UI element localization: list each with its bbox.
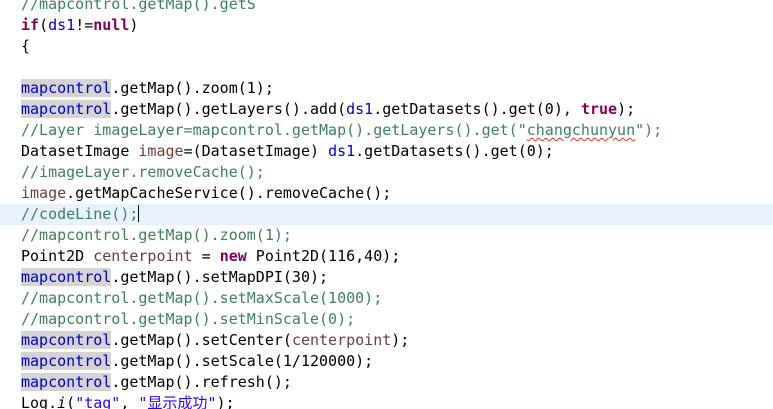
code-token: mapcontrol: [21, 100, 112, 118]
code-line[interactable]: mapcontrol.getMap().refresh();: [21, 372, 292, 393]
code-token: ds1: [346, 100, 374, 118]
code-token: .getMap().refresh();: [111, 373, 292, 391]
code-token: .getMap().zoom(1);: [111, 79, 274, 97]
code-line[interactable]: mapcontrol.getMap().setMapDPI(30);: [21, 267, 328, 288]
code-token: (: [66, 394, 76, 409]
code-token: ds1: [48, 16, 76, 34]
code-token: .getDatasets().get(0);: [355, 142, 554, 160]
code-token: changchunyun: [526, 121, 636, 139]
code-line[interactable]: mapcontrol.getMap().getLayers().add(ds1.…: [21, 99, 635, 120]
code-token: mapcontrol: [21, 373, 112, 391]
code-token: );: [617, 100, 636, 118]
code-line[interactable]: //mapcontrol.getMap().setMinScale(0);: [21, 309, 355, 330]
code-line[interactable]: {: [21, 36, 30, 57]
code-line[interactable]: image.getMapCacheService().removeCache()…: [21, 183, 391, 204]
code-token: .getMap().setScale(1/120000);: [111, 352, 374, 370]
code-token: Point2D(116,40);: [246, 247, 401, 265]
code-token: //mapcontrol.getMap().setMaxScale(1000);: [21, 289, 383, 307]
code-line[interactable]: Log.i("tag", "显示成功");: [21, 393, 235, 409]
code-line[interactable]: //mapcontrol.getMap().zoom(1);: [21, 225, 292, 246]
code-line[interactable]: if(ds1!=null): [21, 15, 138, 36]
code-token: =(DatasetImage): [183, 142, 329, 160]
text-cursor: [138, 205, 140, 222]
code-token: new: [219, 247, 247, 265]
code-token: //mapcontrol.getMap().setMinScale(0);: [21, 310, 356, 328]
code-token: if: [21, 16, 40, 34]
code-token: //imageLayer.removeCache();: [21, 163, 265, 181]
code-token: "显示成功": [138, 394, 217, 409]
code-token: mapcontrol: [21, 79, 112, 97]
code-token: ds1: [328, 142, 356, 160]
code-token: {: [21, 37, 31, 55]
code-token: Point2D: [21, 247, 94, 265]
code-token: .getDatasets().get(0),: [373, 100, 581, 118]
code-line[interactable]: mapcontrol.getMap().setCenter(centerpoin…: [21, 330, 409, 351]
code-line[interactable]: Point2D centerpoint = new Point2D(116,40…: [21, 246, 400, 267]
code-token: image: [21, 184, 67, 202]
code-token: (: [39, 16, 49, 34]
code-token: .getMap().setMapDPI(30);: [111, 268, 329, 286]
code-token: =: [192, 247, 220, 265]
code-token: .getMap().getLayers().add(: [111, 100, 347, 118]
code-token: //mapcontrol.getMap().getS: [21, 0, 256, 13]
code-token: );: [391, 331, 410, 349]
code-line[interactable]: //imageLayer.removeCache();: [21, 162, 265, 183]
code-token: ");: [635, 121, 663, 139]
code-token: .getMapCacheService().removeCache();: [66, 184, 392, 202]
code-token: //Layer imageLayer=mapcontrol.getMap().g…: [21, 121, 527, 139]
code-token: null: [93, 16, 130, 34]
code-token: "tag": [75, 394, 121, 409]
code-token: centerpoint: [93, 247, 193, 265]
code-token: !=: [75, 16, 94, 34]
code-token: ): [129, 16, 139, 34]
code-token: .getMap().setCenter(: [111, 331, 292, 349]
code-token: );: [216, 394, 235, 409]
code-line[interactable]: //mapcontrol.getMap().setMaxScale(1000);: [21, 288, 382, 309]
current-code-line[interactable]: //codeLine();: [0, 204, 773, 225]
code-line[interactable]: mapcontrol.getMap().zoom(1);: [21, 78, 274, 99]
code-line[interactable]: //mapcontrol.getMap().getS: [21, 0, 256, 15]
code-token: ,: [120, 394, 139, 409]
code-token: mapcontrol: [21, 352, 112, 370]
code-token: //mapcontrol.getMap().zoom(1);: [21, 226, 292, 244]
code-line[interactable]: mapcontrol.getMap().setScale(1/120000);: [21, 351, 373, 372]
code-token: DatasetImage: [21, 142, 139, 160]
code-token: //codeLine();: [21, 205, 139, 223]
code-token: mapcontrol: [21, 331, 112, 349]
code-line[interactable]: //Layer imageLayer=mapcontrol.getMap().g…: [21, 120, 662, 141]
code-token: mapcontrol: [21, 268, 112, 286]
code-line[interactable]: DatasetImage image=(DatasetImage) ds1.ge…: [21, 141, 554, 162]
code-token: Log.: [21, 394, 58, 409]
code-token: true: [580, 100, 618, 118]
code-token: centerpoint: [291, 331, 392, 349]
code-token: image: [138, 142, 184, 160]
code-token: i: [57, 394, 67, 409]
